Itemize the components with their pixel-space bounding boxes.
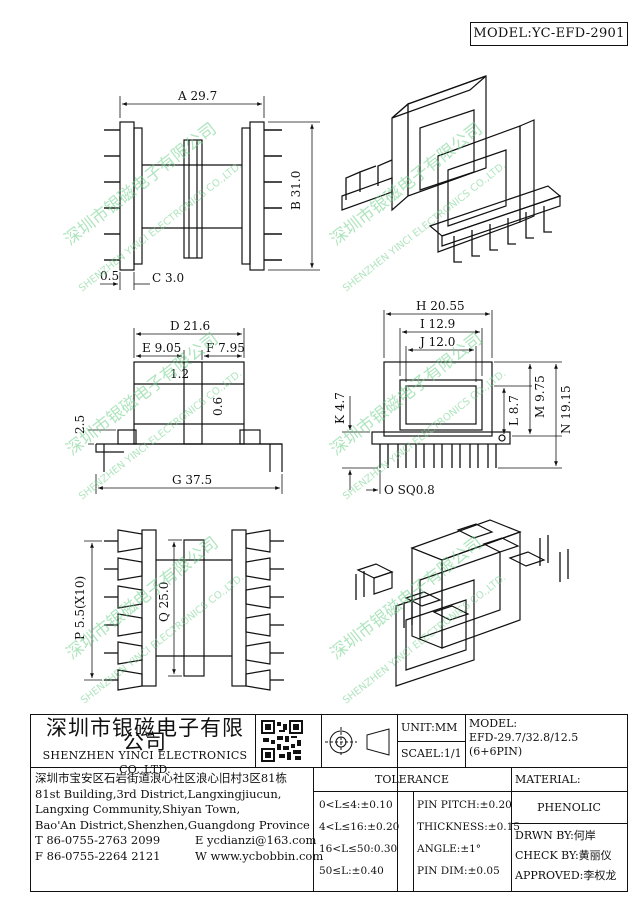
dim-k: K 4.7	[333, 392, 347, 424]
tolerance-item: 4<L≤16:±0.20	[319, 821, 400, 833]
dim-0-6: 0.6	[211, 397, 225, 416]
dim-j: J 12.0	[418, 335, 455, 349]
title-block: 深圳市银磁电子有限公司 SHENZHEN YINCI ELECTRONICS C…	[30, 714, 628, 892]
address-line: 81st Building,3rd District,Langxingjiucu…	[35, 786, 282, 801]
model-value: EFD-29.7/32.8/12.5	[469, 731, 579, 744]
tolerance-item: PIN DIM:±0.05	[417, 865, 500, 877]
dim-m: M 9.75	[533, 375, 547, 418]
dim-q: Q 25.0	[157, 582, 171, 622]
front-view	[100, 96, 320, 290]
isometric-view-top	[341, 75, 562, 263]
dim-i: I 12.9	[420, 317, 455, 331]
approved-by: APPROVED:李权龙	[515, 869, 617, 882]
model-heading: MODEL:	[469, 717, 518, 730]
dim-d: D 21.6	[170, 319, 210, 333]
checked-by: CHECK BY:黄丽仪	[515, 849, 612, 862]
dim-o: O SQ0.8	[384, 483, 435, 497]
email-address: E ycdianzi@163.com	[195, 833, 317, 847]
dim-a: A 29.7	[177, 89, 217, 103]
drawn-by: DRWN BY:何岸	[515, 829, 596, 842]
address-line: Bao'An District,Shenzhen,Guangdong Provi…	[35, 817, 310, 832]
watermark-cn: 深圳市银磁电子有限公司	[327, 329, 487, 460]
end-view	[342, 310, 562, 494]
tolerance-heading: TOLERANCE	[375, 773, 449, 786]
scale-label: SCAEL:1/1	[401, 747, 462, 760]
dim-e: E 9.05	[142, 341, 181, 355]
qr-code-icon	[261, 720, 303, 762]
dim-l: L 8.7	[507, 395, 521, 426]
tolerance-item: THICKNESS:±0.15	[417, 821, 520, 833]
dim-2-5: 2.5	[73, 415, 87, 434]
address-line: Langxing Community,Shiyan Town,	[35, 802, 241, 816]
material-heading: MATERIAL:	[515, 773, 581, 786]
isometric-view-bottom	[355, 519, 569, 687]
watermarks: 深圳市银磁电子有限公司 SHENZHEN YINCI ELECTRONICS C…	[61, 119, 509, 706]
dim-1-2: 1.2	[170, 367, 189, 381]
top-view	[84, 529, 284, 691]
dim-c: C 3.0	[152, 271, 184, 285]
model-pins: (6+6PIN)	[469, 745, 523, 758]
material-value: PHENOLIC	[537, 801, 601, 814]
dim-n: N 19.15	[559, 385, 573, 434]
company-name-cn: 深圳市银磁电子有限公司	[46, 716, 244, 754]
projection-symbol-icon	[323, 723, 395, 761]
technical-drawing: A 29.7 B 31.0 C 3.0 0.5	[61, 75, 573, 706]
address-line: 深圳市宝安区石岩街道浪心社区浪心旧村3区81栋	[35, 771, 287, 785]
tolerance-item: 50≤L:±0.40	[319, 865, 384, 877]
watermark-cn: 深圳市银磁电子有限公司	[327, 119, 487, 250]
tolerance-item: 16<L≤50:0.30	[319, 843, 398, 855]
tolerance-item: 0<L≤4:±0.10	[319, 799, 393, 811]
watermark-cn: 深圳市银磁电子有限公司	[327, 533, 487, 664]
dim-g: G 37.5	[172, 473, 212, 487]
side-view	[88, 328, 283, 494]
dim-b: B 31.0	[289, 171, 303, 210]
dim-c-offset: 0.5	[100, 269, 119, 283]
tolerance-item: ANGLE:±1°	[417, 843, 482, 855]
dim-p: P 5.5(X10)	[73, 576, 87, 640]
website-address: W www.ycbobbin.com	[195, 848, 324, 863]
dim-h: H 20.55	[416, 299, 465, 313]
company-name-en: SHENZHEN YINCI ELECTRONICS CO.,LTD.	[42, 749, 248, 776]
model-label: MODEL:YC-EFD-2901	[470, 22, 628, 46]
fax-number: F 86-0755-2264 2121	[35, 848, 161, 863]
tolerance-item: PIN PITCH:±0.20	[417, 799, 512, 811]
phone-number: T 86-0755-2763 2099	[35, 833, 161, 847]
unit-label: UNIT:MM	[401, 721, 458, 734]
dim-f: F 7.95	[206, 341, 245, 355]
